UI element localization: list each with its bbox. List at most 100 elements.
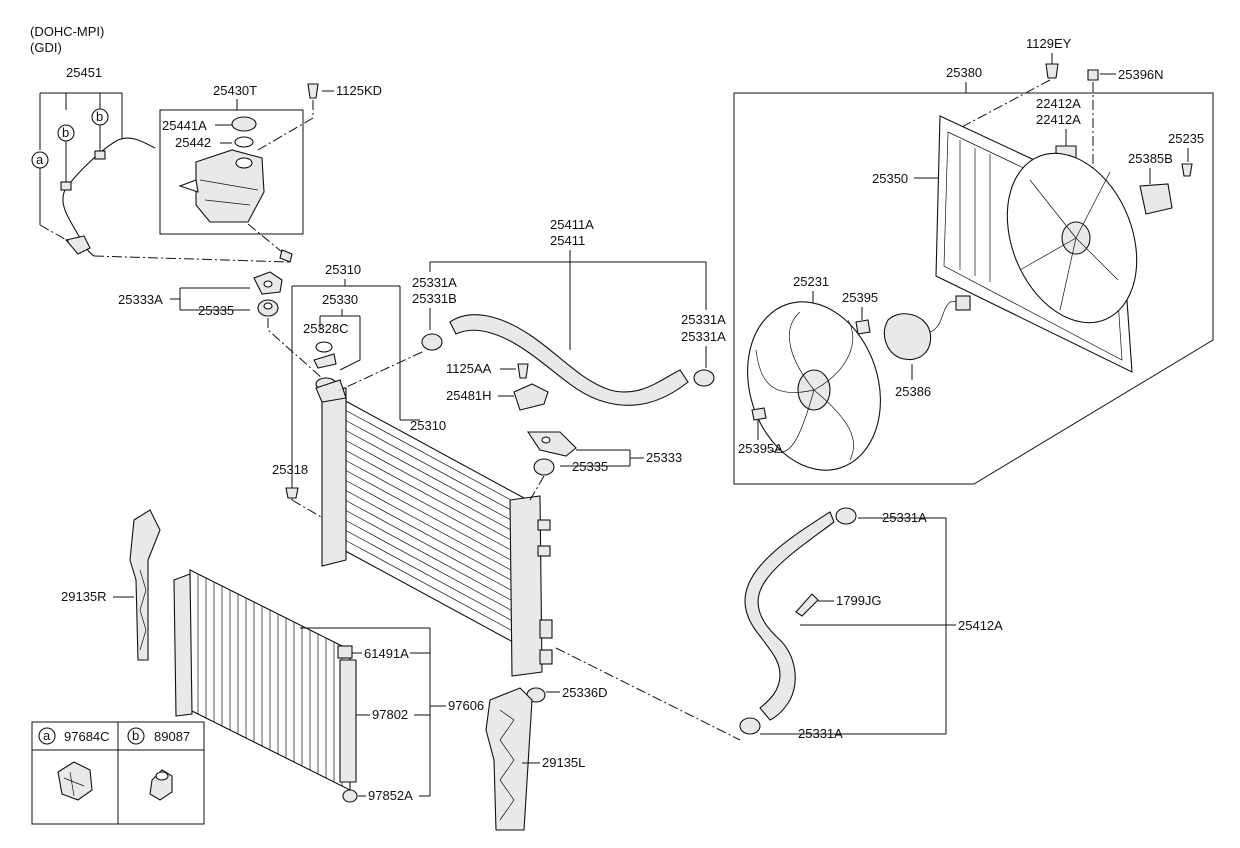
radiator-left-tank: [321, 387, 347, 567]
legend-part-89087[interactable]: 89087: [154, 729, 190, 744]
part-label-25333[interactable]: 25333: [646, 450, 682, 465]
part-label-25333A[interactable]: 25333A: [118, 292, 163, 307]
motor-connector: [955, 295, 971, 311]
radiator-cap: [313, 353, 337, 369]
engine-variant-line2: (GDI): [30, 40, 62, 55]
part-label-25441A[interactable]: 25441A: [162, 118, 207, 133]
part-label-25412A[interactable]: 25412A: [958, 618, 1003, 633]
part-label-22412A[interactable]: 22412A: [1036, 112, 1081, 127]
fan-shroud-group: 25380 1129EY 25396N 22412A 22412A 25235 …: [733, 36, 1214, 485]
part-label-25386[interactable]: 25386: [895, 384, 931, 399]
part-label-25335[interactable]: 25335: [572, 459, 608, 474]
clip-1799JG: [795, 593, 819, 617]
bracket-group-right: 25335 25333: [526, 431, 682, 501]
clip-25396N: [1087, 69, 1099, 81]
hose-clamp: [835, 507, 857, 525]
part-label-29135L[interactable]: 29135L: [542, 755, 585, 770]
part-label-25481H[interactable]: 25481H: [446, 388, 492, 403]
part-label-25310[interactable]: 25310: [325, 262, 361, 277]
bracket-group-left: 25333A 25335: [118, 271, 323, 379]
clip-97684C-icon: [57, 761, 93, 801]
lower-mount-group: 25336D 29135L: [485, 685, 608, 831]
part-label-25310[interactable]: 25310: [410, 418, 446, 433]
engine-variant-line1: (DOHC-MPI): [30, 24, 104, 39]
air-guard-right: 29135R: [61, 509, 161, 661]
part-label-25380[interactable]: 25380: [946, 65, 982, 80]
bolt-1125KD: [307, 83, 319, 99]
part-label-97802[interactable]: 97802: [372, 707, 408, 722]
part-label-25331A[interactable]: 25331A: [681, 329, 726, 344]
hose-clamp: [693, 369, 715, 387]
bolt-1129EY: [1045, 63, 1059, 79]
part-label-25235[interactable]: 25235: [1168, 131, 1204, 146]
hose-clip: [60, 181, 72, 191]
part-label-1799JG[interactable]: 1799JG: [836, 593, 882, 608]
part-label-1125AA[interactable]: 1125AA: [446, 361, 492, 376]
hose-clamp: [739, 717, 761, 735]
air-guard-29135R: [129, 509, 161, 661]
part-label-25385B[interactable]: 25385B: [1128, 151, 1173, 166]
screw-25395: [855, 319, 871, 335]
fan-resistor: [1139, 183, 1173, 215]
lower-hose-group: 25331A 1799JG 25412A 25331A: [555, 507, 1003, 741]
part-label-25395[interactable]: 25395: [842, 290, 878, 305]
part-label-25331B[interactable]: 25331B: [412, 291, 457, 306]
part-label-25231[interactable]: 25231: [793, 274, 829, 289]
upper-hose-group: 25411A 25411 25331A 25331B 25331A 25331A…: [339, 217, 726, 411]
part-label-25335[interactable]: 25335: [198, 303, 234, 318]
part-label-25331A[interactable]: 25331A: [412, 275, 457, 290]
cap-o-ring: [315, 341, 333, 353]
part-label-25331A[interactable]: 25331A: [681, 312, 726, 327]
drier-plug: [342, 789, 358, 803]
hose-bracket: [513, 383, 549, 411]
condenser-group: 61491A 97802 97606 97852A: [173, 569, 484, 803]
legend-letter-b: b: [132, 728, 139, 743]
part-label-1129EY[interactable]: 1129EY: [1026, 36, 1072, 51]
upper-mount-bracket-right: [526, 431, 577, 457]
clip-legend-table: a 97684C b 89087: [31, 721, 205, 825]
part-label-25396N[interactable]: 25396N: [1118, 67, 1164, 82]
part-label-61491A[interactable]: 61491A: [364, 646, 409, 661]
legend-part-97684C[interactable]: 97684C: [64, 729, 110, 744]
part-label-25411[interactable]: 25411: [550, 233, 585, 248]
lower-radiator-hose: [744, 511, 835, 721]
part-label-25451[interactable]: 25451: [66, 65, 102, 80]
screw-25235: [1181, 163, 1193, 177]
callout-b-text: b: [96, 109, 103, 124]
legend-letter-a: a: [43, 728, 51, 743]
part-label-25430T[interactable]: 25430T: [213, 83, 257, 98]
cap-seal-ring: [234, 136, 254, 148]
part-label-25411A[interactable]: 25411A: [550, 217, 594, 232]
part-label-97852A[interactable]: 97852A: [368, 788, 413, 803]
part-label-25350[interactable]: 25350: [872, 171, 908, 186]
hose-clamp: [421, 333, 443, 351]
reservoir-tank: [195, 149, 265, 223]
radiator-core: [339, 397, 525, 649]
drain-plug: [285, 487, 299, 499]
hose-end-bracket: [64, 235, 91, 255]
part-label-25336D[interactable]: 25336D: [562, 685, 608, 700]
part-label-97606[interactable]: 97606: [448, 698, 484, 713]
air-guard-29135L: [485, 687, 533, 831]
fan-motor: [883, 313, 932, 360]
callout-b-text: b: [62, 125, 69, 140]
radiator-25310: 25310: [315, 379, 553, 677]
screw-25395A: [751, 407, 767, 421]
radiator-right-tank: [509, 495, 543, 677]
part-label-25442[interactable]: 25442: [175, 135, 211, 150]
part-label-25330[interactable]: 25330: [322, 292, 358, 307]
callout-a-text: a: [36, 152, 44, 167]
part-label-29135R[interactable]: 29135R: [61, 589, 107, 604]
part-label-25328C[interactable]: 25328C: [303, 321, 349, 336]
reservoir-group: 25430T 25441A 25442 1125KD: [159, 83, 382, 263]
reservoir-bolt: [279, 249, 293, 263]
part-label-25395A[interactable]: 25395A: [738, 441, 783, 456]
receiver-drier: [339, 659, 357, 783]
part-label-25318[interactable]: 25318: [272, 462, 308, 477]
part-label-1125KD[interactable]: 1125KD: [336, 83, 382, 98]
condenser-left-tank: [173, 573, 193, 717]
fan-motor-group: 25231 25395 25386 25395A: [738, 274, 971, 471]
mount-insulator-right: [533, 458, 555, 476]
hose-clip: [94, 150, 106, 160]
part-label-22412A[interactable]: 22412A: [1036, 96, 1081, 111]
